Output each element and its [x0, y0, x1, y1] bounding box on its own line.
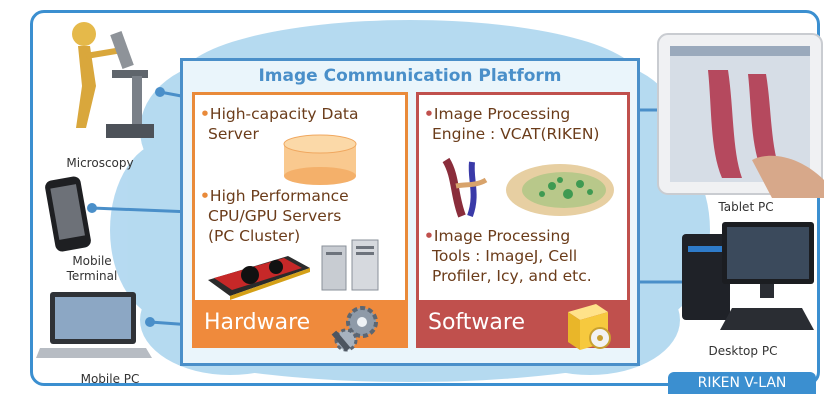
gears-icon — [331, 306, 378, 352]
software-bullet-tools: •Image Processing Tools : ImageJ, Cell P… — [424, 227, 592, 285]
server-tower-icon — [321, 239, 379, 291]
hardware-bullet-data-server: •High-capacity Data Server — [200, 105, 359, 143]
mobile-terminal-label: Mobile Terminal — [66, 254, 118, 283]
desktop-pc-icon — [682, 222, 814, 330]
laptop-icon — [36, 292, 152, 358]
riken-vlan-badge: RIKEN V-LAN — [668, 372, 816, 394]
mobile-pc-label: Mobile PC — [80, 372, 140, 386]
microscope-icon — [72, 22, 154, 138]
desktop-pc-label: Desktop PC — [708, 344, 778, 358]
tablet-pc-label: Tablet PC — [718, 200, 774, 214]
tissue-3d-image — [506, 164, 614, 216]
software-box-icon — [568, 304, 611, 350]
platform-title: Image Communication Platform — [258, 66, 562, 86]
software-label: Software — [428, 310, 525, 335]
vascular-model-image — [442, 157, 488, 218]
database-icon — [283, 134, 357, 185]
hardware-label: Hardware — [204, 310, 311, 335]
connector-mobile-terminal — [91, 206, 193, 214]
software-bullet-vcat: •Image Processing Engine : VCAT(RIKEN) — [424, 105, 600, 143]
hardware-bullet-servers: •High Performance CPU/GPU Servers (PC Cl… — [200, 187, 349, 245]
tablet-icon — [657, 33, 824, 198]
microscopy-label: Microscopy — [66, 156, 134, 170]
smartphone-icon — [45, 176, 91, 252]
graphics-card-icon — [208, 256, 310, 300]
